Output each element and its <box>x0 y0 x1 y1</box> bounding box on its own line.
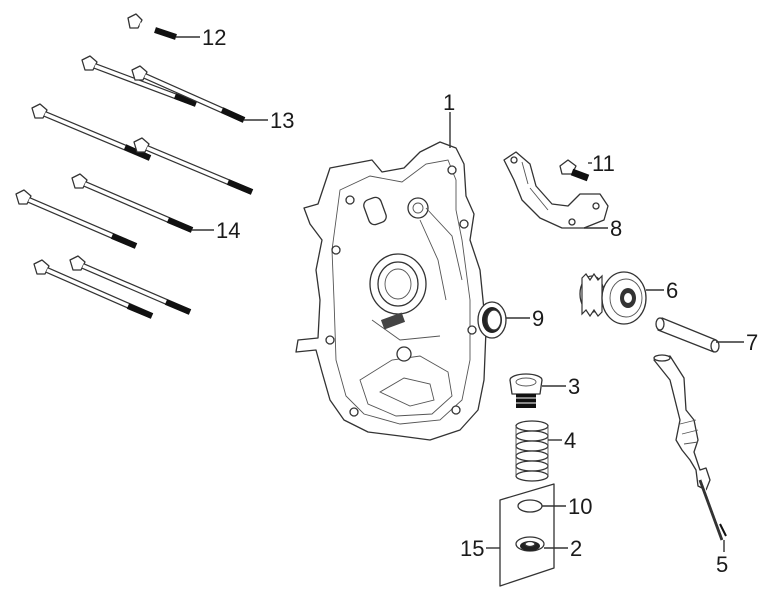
bolt-13-lower <box>131 65 246 123</box>
kit-box <box>499 483 555 587</box>
bolt-14-f <box>69 255 192 315</box>
callout-2: 2 <box>570 536 582 561</box>
callout-13: 13 <box>270 108 294 133</box>
shaft <box>655 317 720 353</box>
callout-12: 12 <box>202 25 226 50</box>
bolt-12 <box>127 13 177 40</box>
bolt-14-a <box>31 103 152 161</box>
callout-15: 15 <box>460 536 484 561</box>
callout-4: 4 <box>564 428 576 453</box>
filter-screen <box>515 536 545 552</box>
callout-9: 9 <box>532 306 544 331</box>
callout-11: 11 <box>592 151 615 176</box>
bolt-13-upper <box>81 55 198 107</box>
callout-10: 10 <box>568 494 592 519</box>
callout-8: 8 <box>610 216 622 241</box>
oil-dipstick <box>653 354 727 541</box>
leader-lines <box>176 36 744 552</box>
oil-seal <box>477 301 507 339</box>
callout-3: 3 <box>568 374 580 399</box>
callout-6: 6 <box>666 278 678 303</box>
o-ring <box>517 499 543 513</box>
bolt-14-d <box>15 189 138 249</box>
callout-7: 7 <box>746 330 758 355</box>
bracket <box>503 151 609 229</box>
starter-gear <box>579 271 647 325</box>
bolt-14-e <box>33 259 154 319</box>
plug-cap <box>509 373 543 408</box>
bolt-14-b <box>133 137 254 195</box>
bolt-14-c <box>71 173 194 233</box>
bolt-11 <box>559 159 590 182</box>
callout-5: 5 <box>716 552 728 577</box>
crankcase-cover <box>295 141 487 441</box>
spring <box>515 420 549 482</box>
callout-14: 14 <box>216 218 240 243</box>
callout-1: 1 <box>443 90 455 115</box>
